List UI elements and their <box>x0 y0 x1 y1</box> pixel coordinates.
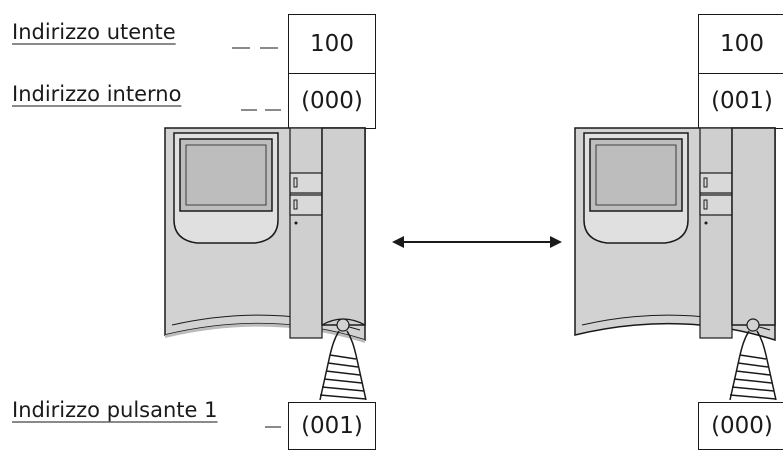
left-user-address-box: 100 <box>288 14 376 74</box>
button-address-label: Indirizzo pulsante 1 <box>12 398 218 422</box>
handset <box>321 127 366 332</box>
button-address-leader <box>265 426 281 428</box>
right-button-address-box: (000) <box>698 402 783 450</box>
button-panel <box>699 127 733 339</box>
coiled-cord <box>729 330 777 401</box>
internal-address-leader <box>241 109 257 111</box>
user-address-leader <box>232 47 250 49</box>
right-internal-address-box: (001) <box>698 73 783 129</box>
user-address-leader <box>260 47 278 49</box>
connection-arrow-icon <box>392 236 562 248</box>
button-panel <box>289 127 323 339</box>
left-intercom-device <box>164 127 367 401</box>
right-user-address-box: 100 <box>698 14 783 74</box>
right-intercom-device <box>574 127 777 401</box>
screen-icon <box>173 132 279 244</box>
screen-icon <box>583 132 689 244</box>
left-button-address-box: (001) <box>288 402 376 450</box>
internal-address-label: Indirizzo interno <box>12 82 182 106</box>
handset <box>731 127 776 332</box>
coiled-cord <box>319 330 367 401</box>
internal-address-leader <box>265 109 281 111</box>
left-internal-address-box: (000) <box>288 73 376 129</box>
user-address-label: Indirizzo utente <box>12 20 176 44</box>
